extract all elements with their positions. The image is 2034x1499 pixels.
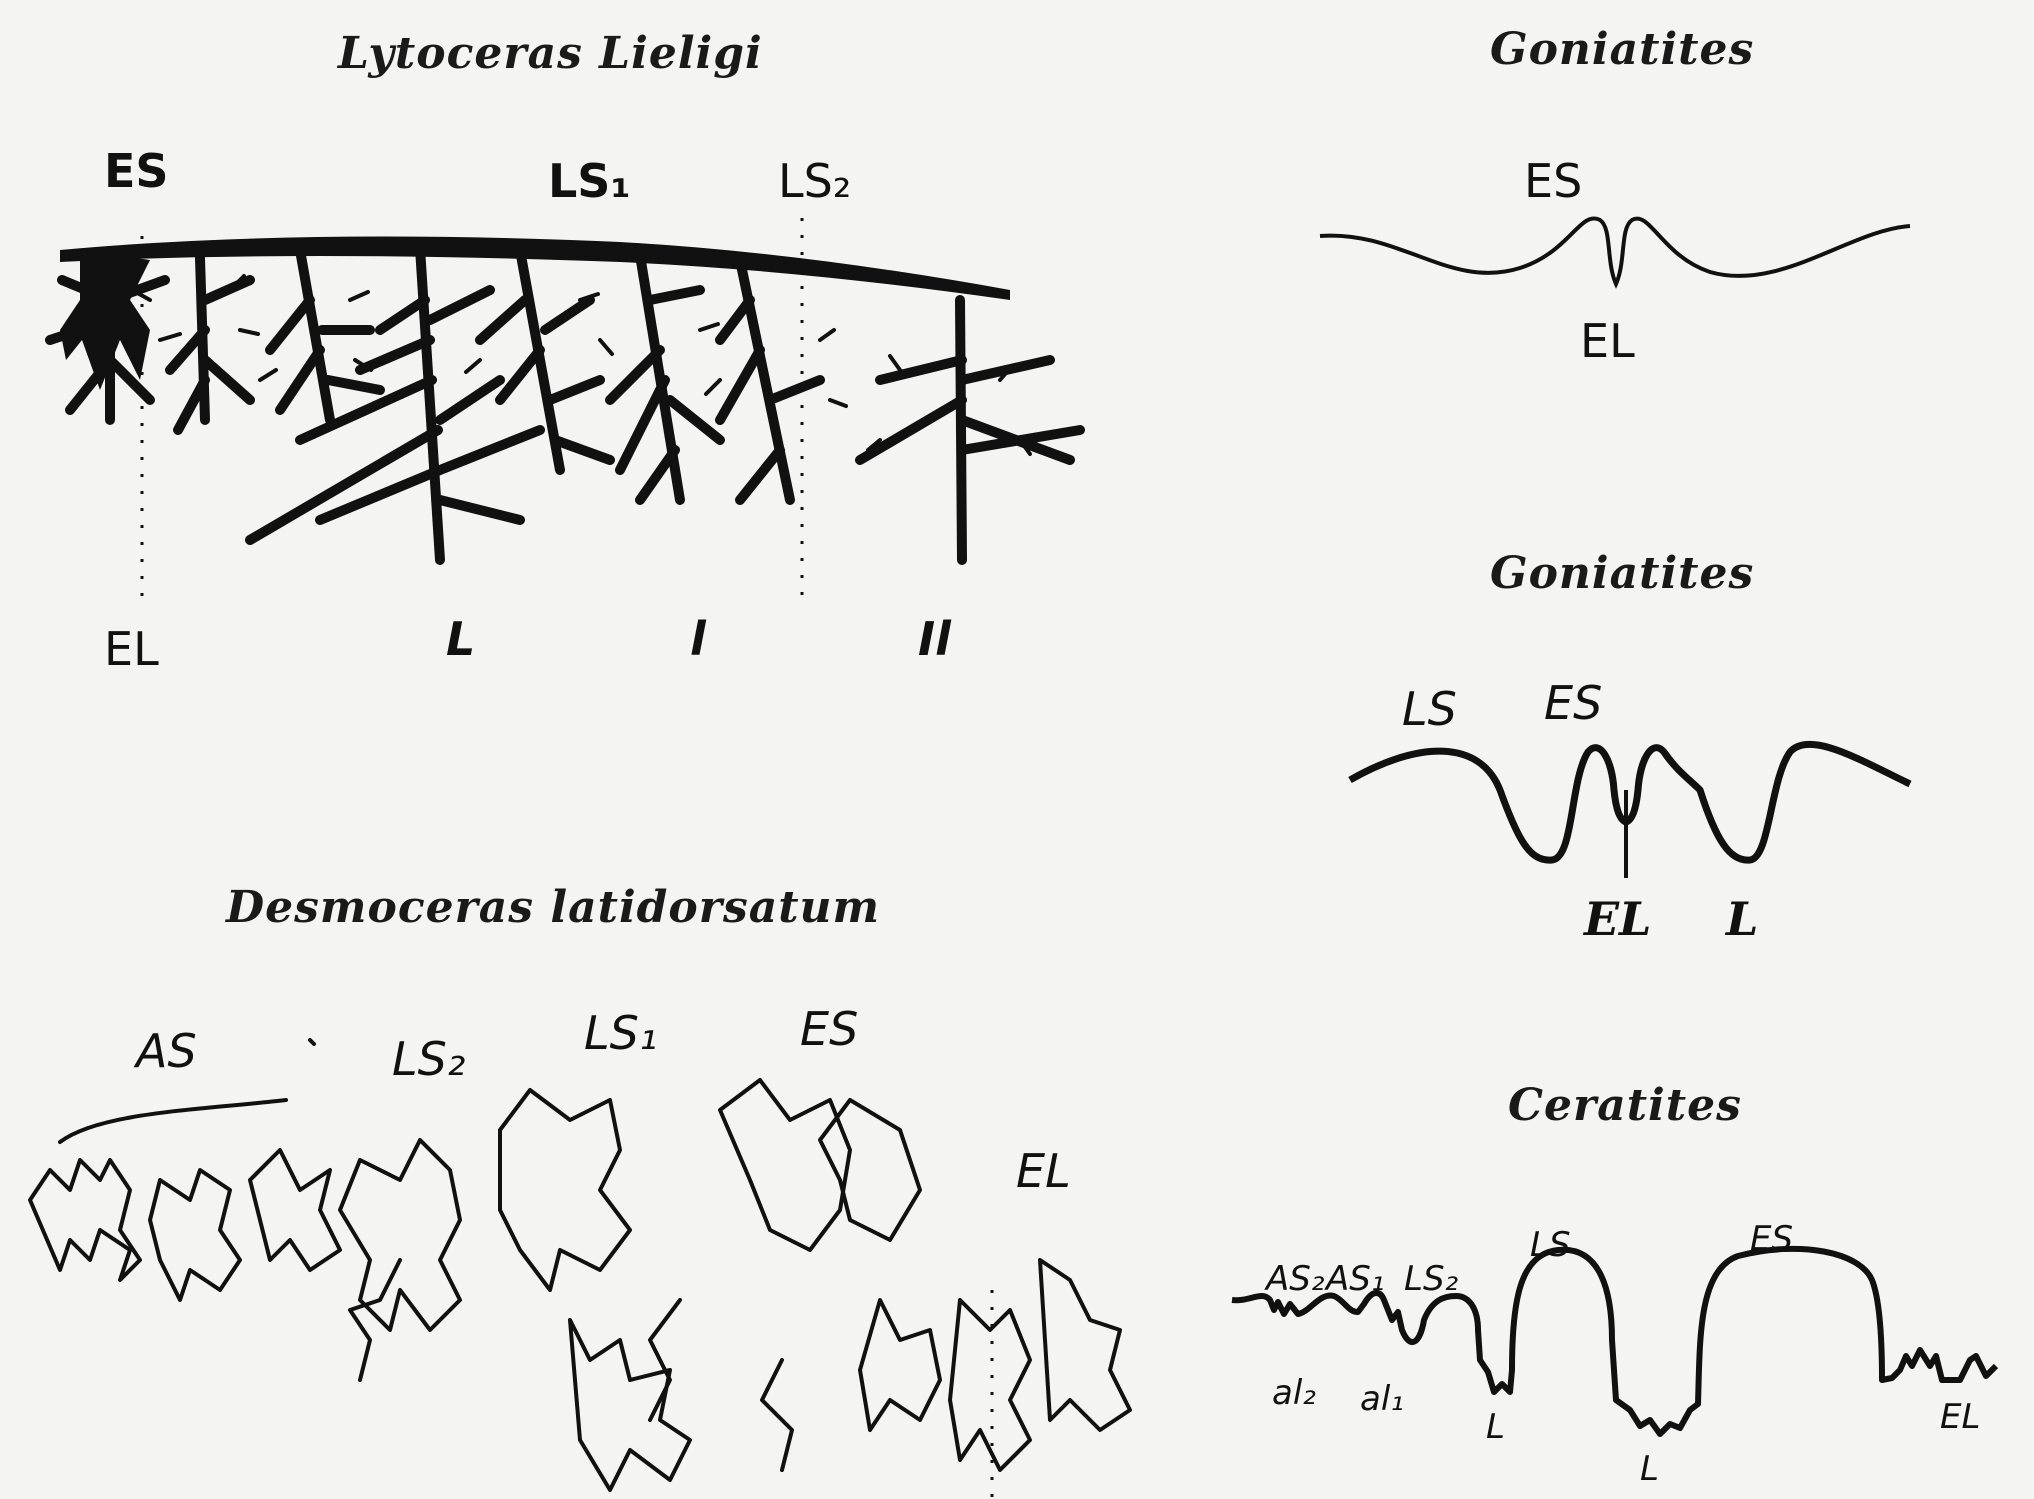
desmoceras-suture-drawing xyxy=(30,1040,1130,1490)
goniatites-1-suture-line xyxy=(1320,218,1910,284)
lytoceras-suture-drawing xyxy=(50,218,1080,600)
ceratites-suture-line xyxy=(1232,1249,1996,1434)
goniatites-2-suture-line xyxy=(1350,744,1910,860)
